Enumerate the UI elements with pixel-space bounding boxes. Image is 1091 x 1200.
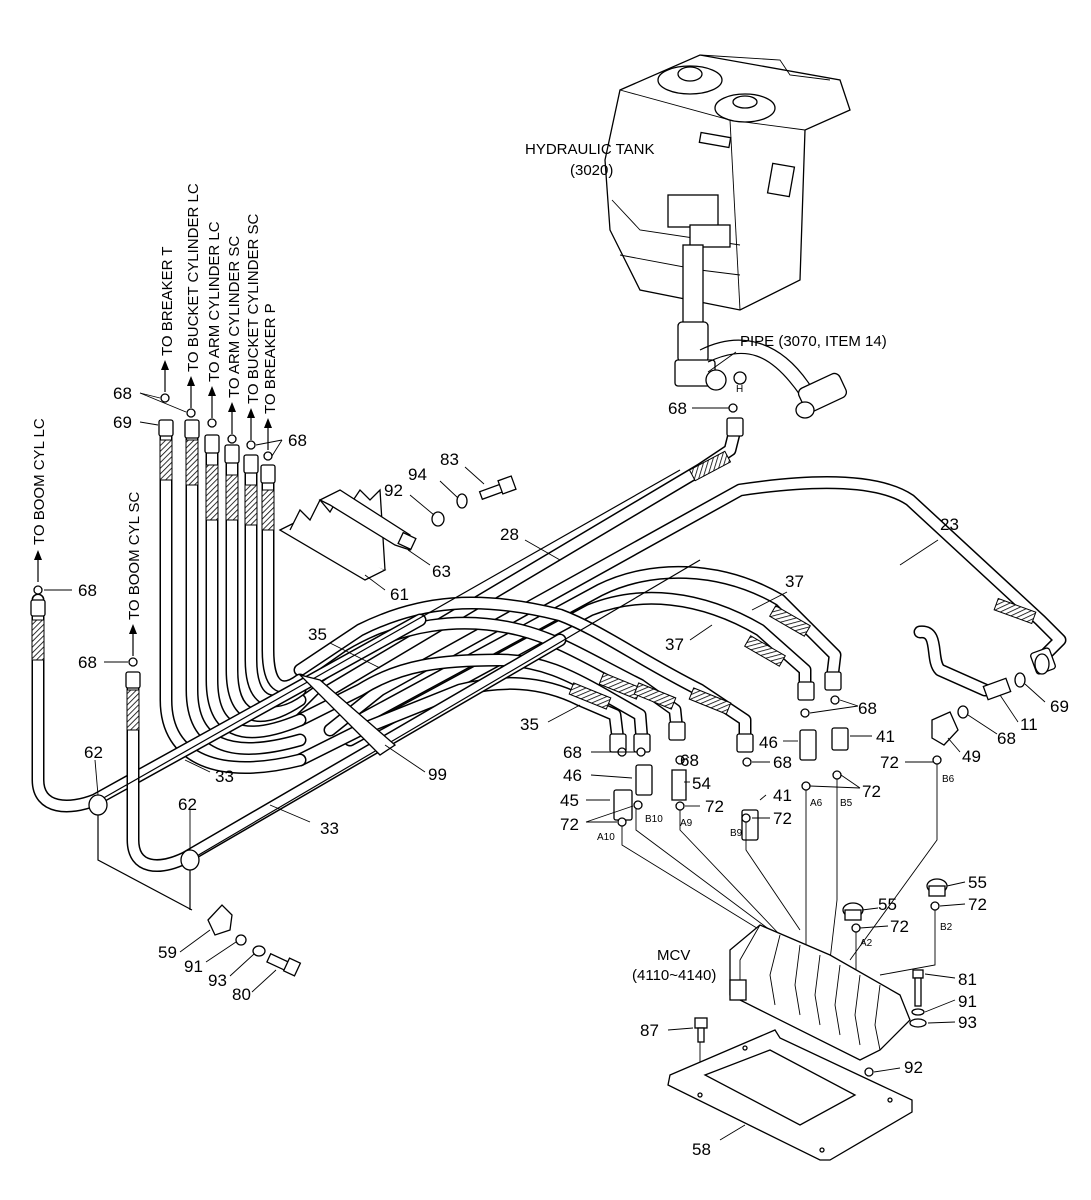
callout-68-i: 68 (997, 729, 1016, 748)
callout-80: 80 (232, 985, 251, 1004)
mcv-code: (4110~4140) (632, 967, 716, 984)
callout-37-a: 37 (785, 572, 804, 591)
callout-81: 81 (958, 970, 977, 989)
dest-arm-lc: TO ARM CYLINDER LC (206, 221, 223, 382)
callout-72-f: 72 (890, 917, 909, 936)
callout-99: 99 (428, 765, 447, 784)
port-label-a9: A9 (680, 818, 693, 829)
destination-arrows (34, 360, 272, 656)
callout-49: 49 (962, 747, 981, 766)
callout-68-h2: 68 (858, 699, 877, 718)
mcv-label: MCV (657, 947, 690, 964)
suction-pipe (699, 339, 848, 419)
callout-62-a: 62 (84, 743, 103, 762)
bolt-83-washers (431, 475, 517, 527)
callout-33-a: 33 (215, 767, 234, 786)
callout-33-b: 33 (320, 819, 339, 838)
callout-55-a: 55 (878, 895, 897, 914)
callout-72-b: 72 (705, 797, 724, 816)
pipe-label: PIPE (3070, ITEM 14) (740, 333, 887, 350)
band-99 (297, 673, 397, 756)
dest-boom-sc: TO BOOM CYL SC (126, 491, 143, 620)
callout-35-a: 35 (308, 625, 327, 644)
callout-72-a: 72 (560, 815, 579, 834)
callout-83: 83 (440, 450, 459, 469)
callout-91-b: 91 (958, 992, 977, 1011)
callout-numbers: 68 69 68 68 68 83 94 92 63 61 28 23 37 3… (78, 384, 1069, 1159)
callout-87: 87 (640, 1021, 659, 1040)
callout-68-a: 68 (113, 384, 132, 403)
callout-72-d: 72 (862, 782, 881, 801)
callout-68-h: 68 (668, 399, 687, 418)
port-label-b2: B2 (940, 922, 953, 933)
o-rings (33, 393, 942, 1077)
callout-94: 94 (408, 465, 427, 484)
port-label-a2: A2 (860, 938, 873, 949)
port-label-b5: B5 (840, 798, 853, 809)
port-label-h: H (736, 384, 743, 395)
callout-93-b: 93 (958, 1013, 977, 1032)
callout-46-b: 46 (759, 733, 778, 752)
callout-68-e: 68 (563, 743, 582, 762)
pipe-11-49 (913, 625, 1050, 746)
port-label-a6: A6 (810, 798, 823, 809)
callout-54: 54 (692, 774, 711, 793)
callout-55-b: 55 (968, 873, 987, 892)
callout-72-g: 72 (968, 895, 987, 914)
port-label-b10: B10 (645, 814, 663, 825)
callout-61: 61 (390, 585, 409, 604)
callout-63: 63 (432, 562, 451, 581)
bolts-81-87 (694, 969, 927, 1095)
callout-68-d: 68 (78, 653, 97, 672)
dest-arm-sc: TO ARM CYLINDER SC (226, 236, 243, 398)
callout-92-a: 92 (384, 481, 403, 500)
callout-11: 11 (1020, 715, 1038, 734)
callout-68-c: 68 (78, 581, 97, 600)
hydraulic-tank (604, 54, 851, 391)
clamp-59-bolts (97, 815, 302, 977)
callout-59: 59 (158, 943, 177, 962)
dest-breaker-t: TO BREAKER T (159, 247, 176, 356)
dest-breaker-p: TO BREAKER P (262, 303, 279, 414)
dest-bucket-sc: TO BUCKET CYLINDER SC (245, 214, 262, 404)
callout-68-g: 68 (773, 753, 792, 772)
callout-91-a: 91 (184, 957, 203, 976)
callout-58: 58 (692, 1140, 711, 1159)
callout-68-f: 68 (680, 751, 699, 770)
callout-41-a: 41 (773, 786, 792, 805)
callout-28: 28 (500, 525, 519, 544)
callout-72-c: 72 (773, 809, 792, 828)
callout-68-b: 68 (288, 431, 307, 450)
hose-fittings (30, 417, 1056, 753)
dest-bucket-lc: TO BUCKET CYLINDER LC (185, 183, 202, 372)
callout-45: 45 (560, 791, 579, 810)
callout-93-a: 93 (208, 971, 227, 990)
callout-69-a: 69 (113, 413, 132, 432)
callout-92-b: 92 (904, 1058, 923, 1077)
callout-37-b: 37 (665, 635, 684, 654)
callout-23: 23 (940, 515, 959, 534)
callout-62-b: 62 (178, 795, 197, 814)
callout-46-a: 46 (563, 766, 582, 785)
port-label-a10: A10 (597, 832, 615, 843)
fittings-46-41-45-54 (613, 727, 849, 841)
callout-leaders (44, 392, 1046, 1141)
tank-code: (3020) (570, 162, 613, 179)
callout-41-b: 41 (876, 727, 895, 746)
tank-label: HYDRAULIC TANK (525, 141, 654, 158)
callout-72-e: 72 (880, 753, 899, 772)
main-control-valve (729, 878, 948, 1061)
callout-69-b: 69 (1050, 697, 1069, 716)
port-label-b9: B9 (730, 828, 743, 839)
callout-35-b: 35 (520, 715, 539, 734)
dest-boom-lc: TO BOOM CYL LC (31, 418, 48, 545)
base-plate-58 (667, 1029, 913, 1161)
port-leaders (621, 764, 938, 990)
port-label-b6: B6 (942, 774, 955, 785)
clamp-61-63 (278, 488, 417, 581)
